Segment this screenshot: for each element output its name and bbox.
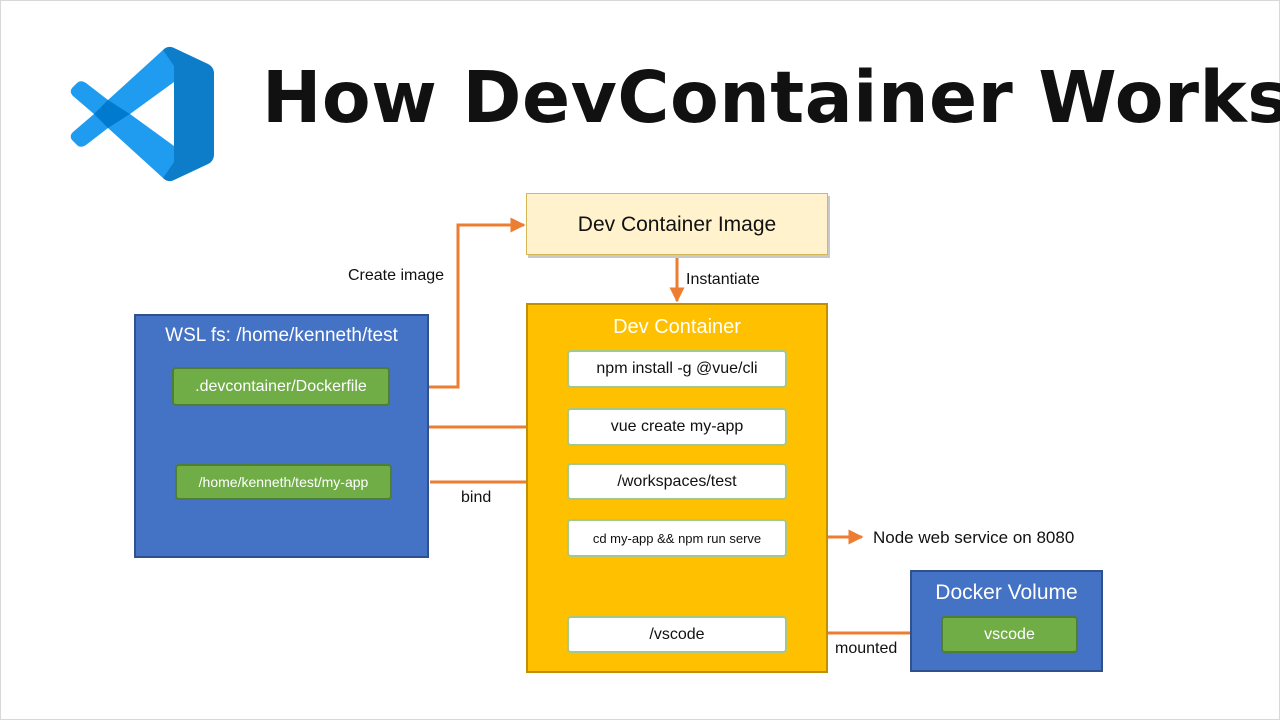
vscode-folder-node: /vscode bbox=[567, 616, 787, 653]
dev-container-image-label: Dev Container Image bbox=[577, 213, 777, 236]
instantiate-label: Instantiate bbox=[686, 271, 760, 288]
node-web-service-label: Node web service on 8080 bbox=[873, 528, 1075, 547]
vscode-logo-icon bbox=[70, 46, 214, 182]
mounted-label: mounted bbox=[835, 640, 898, 657]
dockerfile-node: .devcontainer/Dockerfile bbox=[172, 367, 390, 406]
dev-container-image-box: Dev Container Image bbox=[526, 193, 828, 255]
npm-run-serve-step: cd my-app && npm run serve bbox=[567, 519, 787, 557]
docker-volume-title: Docker Volume bbox=[935, 581, 1078, 604]
npm-install-step: npm install -g @vue/cli bbox=[567, 350, 787, 388]
page-title: How DevContainer Works bbox=[262, 56, 1280, 139]
vue-create-step: vue create my-app bbox=[567, 408, 787, 446]
wsl-filesystem-title: WSL fs: /home/kenneth/test bbox=[165, 325, 398, 346]
vscode-volume-node: vscode bbox=[941, 616, 1078, 653]
wsl-filesystem-box: WSL fs: /home/kenneth/test bbox=[134, 314, 429, 558]
workspaces-folder-node: /workspaces/test bbox=[567, 463, 787, 500]
host-my-app-node: /home/kenneth/test/my-app bbox=[175, 464, 392, 500]
dev-container-title: Dev Container bbox=[613, 316, 741, 338]
create-image-label: Create image bbox=[348, 267, 445, 284]
bind-label: bind bbox=[461, 489, 492, 506]
